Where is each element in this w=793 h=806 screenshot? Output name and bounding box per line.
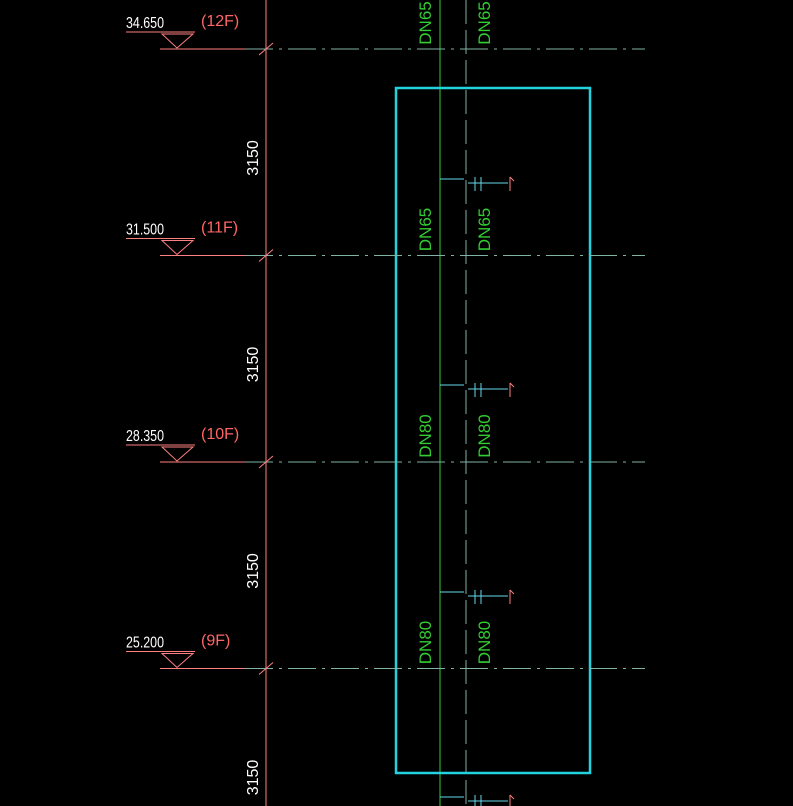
pipe-size-right: DN80 [475,621,494,664]
branch-connections-layer [440,176,515,806]
axis-tick [258,42,274,56]
dimension-label: 3150 [245,140,262,176]
pipe-size-right: DN80 [475,414,494,457]
branch-end-cap [509,382,515,388]
pipe-size-left: DN65 [416,208,435,251]
elevation-triangle [160,653,195,669]
floor-label: (10F) [201,426,239,443]
pipe-size-left: DN65 [416,1,435,44]
floor-label: (11F) [201,220,238,237]
pipe-size-right: DN65 [475,1,494,44]
elevation-value: 31.500 [126,222,164,239]
dimension-label: 3150 [245,553,262,589]
elevation-value: 34.650 [126,15,164,32]
elevation-triangle [160,446,195,462]
elevation-value: 25.200 [126,635,164,652]
elevation-triangle [160,33,195,49]
axis-tick [258,662,274,675]
floor-levels-layer: 34.650 (12F) 31.500 (11F) 28.350 (10F) 25.200 (… [126,13,645,675]
branch-end-cap [509,589,515,595]
axis-tick [258,455,274,469]
branch-end-cap [509,176,515,182]
selection-box[interactable] [394,86,592,775]
pipe-size-left: DN80 [416,414,435,457]
elevation-value: 28.350 [126,428,164,445]
branch-end-cap [509,794,515,800]
pipe-size-right: DN65 [475,208,494,251]
pipe-size-left: DN80 [416,621,435,664]
dimension-label: 3150 [245,347,262,383]
dimension-label: 3150 [245,760,262,796]
dimension-labels-layer: 3150 3150 3150 3150 [245,140,262,795]
axis-tick [258,249,274,262]
floor-label: (12F) [201,13,239,30]
floor-label: (9F) [201,633,230,650]
elevation-triangle [160,240,195,256]
